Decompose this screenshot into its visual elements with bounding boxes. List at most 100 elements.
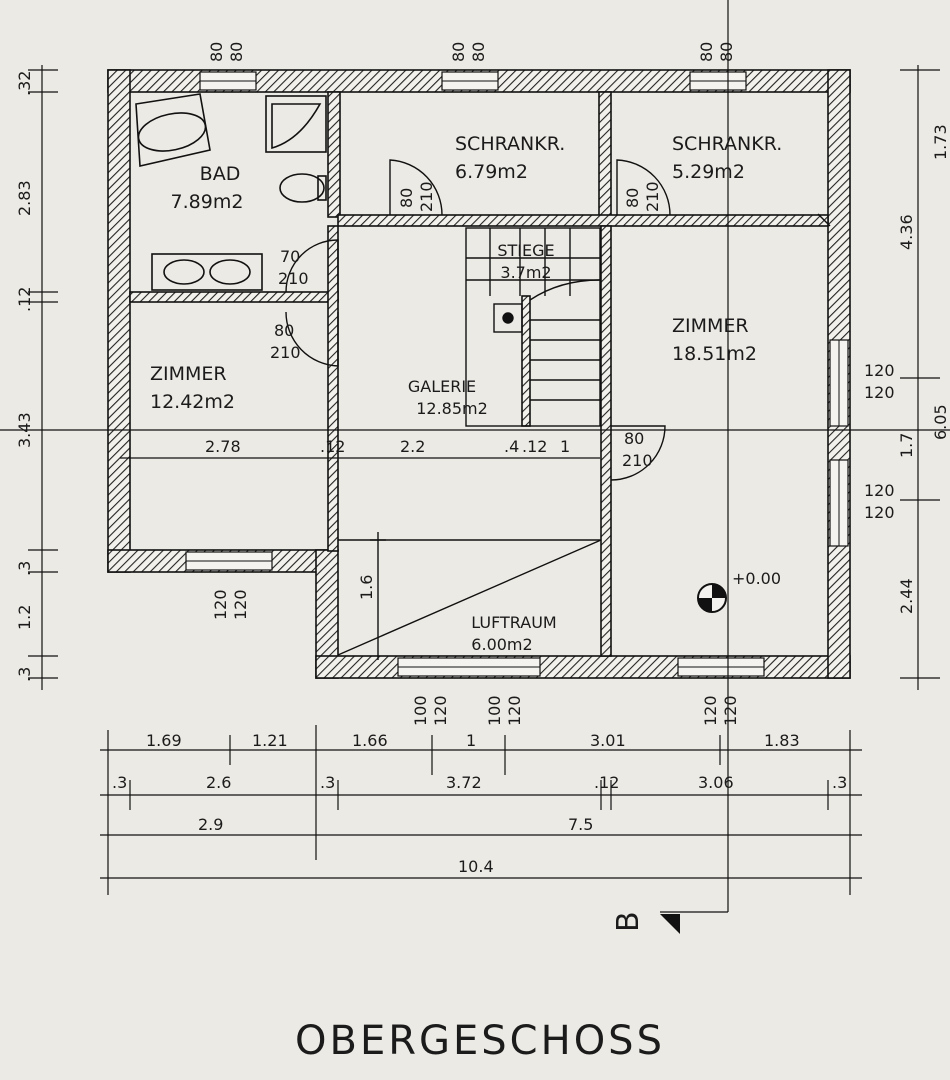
room-zimmer-small-area: 12.42m2 xyxy=(150,391,235,413)
label-win-b4-b: 120 xyxy=(721,695,740,726)
left-dim-7: .3 xyxy=(15,667,34,682)
bathtub xyxy=(135,93,211,167)
left-dim-6: 1.2 xyxy=(15,605,34,630)
bottom-dim-2-1: .3 xyxy=(112,773,127,792)
room-schrank2-area: 5.29m2 xyxy=(672,161,745,183)
label-top3-b: 80 xyxy=(717,42,736,62)
label-win-b1-b: 120 xyxy=(231,589,250,620)
label-door-schrank2-b: 210 xyxy=(643,181,662,212)
room-stiege-area: 3.7m2 xyxy=(500,263,551,282)
label-door-big-b: 210 xyxy=(622,451,653,470)
wall-schrank-bottom xyxy=(337,214,829,227)
wall-bad-bottom xyxy=(129,291,339,303)
shower-icon xyxy=(265,95,327,153)
label-win-b2-a: 100 xyxy=(411,695,430,726)
room-schrank1-name: SCHRANKR. xyxy=(455,133,565,155)
door-corner xyxy=(817,213,831,227)
interior-dim-2: .12 xyxy=(320,437,345,456)
label-top2-b: 80 xyxy=(469,42,488,62)
label-top2-a: 80 xyxy=(449,42,468,62)
door-bad xyxy=(285,239,339,293)
bottom-dim-1-4: 1 xyxy=(466,731,476,750)
bottom-dim-2-4: 3.72 xyxy=(446,773,482,792)
room-galerie-name: GALERIE xyxy=(408,377,476,396)
right-dim-2: 1.73 xyxy=(931,124,950,160)
section-arrow xyxy=(660,914,680,934)
label-win-b2-b: 120 xyxy=(431,695,450,726)
label-win-b3-a: 100 xyxy=(485,695,504,726)
left-dim-2: 2.83 xyxy=(15,180,34,216)
door-schrank2 xyxy=(616,159,671,216)
window-lines xyxy=(186,80,840,668)
left-dim-3: .12 xyxy=(15,287,34,312)
interior-dim-4: .4 xyxy=(504,437,519,456)
room-zimmer-big-name: ZIMMER xyxy=(672,315,749,337)
room-zimmer-small-name: ZIMMER xyxy=(150,363,227,385)
bottom-dim-1-3: 1.66 xyxy=(352,731,388,750)
room-galerie-area: 12.85m2 xyxy=(416,399,488,418)
label-door-zimmer-a: 80 xyxy=(274,321,294,340)
right-dim-3: 1.7 xyxy=(897,433,916,458)
right-dim-4: 2.44 xyxy=(897,578,916,614)
room-luftraum-name: LUFTRAUM xyxy=(471,613,556,632)
staircase xyxy=(465,227,601,427)
wall-galerie-zimmer xyxy=(600,225,612,657)
label-door-schrank1-b: 210 xyxy=(417,181,436,212)
label-top1-b: 80 xyxy=(227,42,246,62)
section-lines xyxy=(0,0,950,913)
wall-schrank-divider xyxy=(598,91,612,225)
room-zimmer-big-area: 18.51m2 xyxy=(672,343,757,365)
section-marker: B xyxy=(611,911,646,932)
room-bad-area: 7.89m2 xyxy=(171,191,244,213)
doors xyxy=(285,159,831,481)
bottom-dim-1-6: 1.83 xyxy=(764,731,800,750)
level-mark: +0.00 xyxy=(732,569,781,588)
wall-zimmer-small-right xyxy=(327,225,339,552)
label-door-schrank2-a: 80 xyxy=(623,188,642,208)
label-door-bad-b: 210 xyxy=(278,269,309,288)
bottom-dim-3-1: 2.9 xyxy=(198,815,223,834)
wall-bad-schrank xyxy=(327,91,341,218)
label-win-r2-a: 120 xyxy=(864,481,895,500)
wall-left-exterior xyxy=(107,69,131,573)
interior-dim-3: 2.2 xyxy=(400,437,425,456)
label-win-r1-a: 120 xyxy=(864,361,895,380)
bottom-dim-2-3: .3 xyxy=(320,773,335,792)
luftraum-dim: 1.6 xyxy=(357,575,376,600)
label-door-schrank1-a: 80 xyxy=(397,188,416,208)
room-stiege-name: STIEGE xyxy=(497,241,554,260)
bottom-dim-2-6: 3.06 xyxy=(698,773,734,792)
label-win-b1-a: 120 xyxy=(211,589,230,620)
interior-dim-6: 1 xyxy=(560,437,570,456)
toilet-icon xyxy=(279,173,327,203)
wall-stair-left xyxy=(521,295,531,427)
room-schrank1-area: 6.79m2 xyxy=(455,161,528,183)
bottom-dim-1-5: 3.01 xyxy=(590,731,626,750)
right-dim-5: 6.05 xyxy=(931,404,950,440)
left-dim-4: 3.43 xyxy=(15,412,34,448)
label-win-r1-b: 120 xyxy=(864,383,895,402)
label-door-big-a: 80 xyxy=(624,429,644,448)
label-door-bad-a: 70 xyxy=(280,247,300,266)
right-dim-1: 4.36 xyxy=(897,214,916,250)
door-zimmer-small xyxy=(285,311,339,367)
interior-dim-5: .12 xyxy=(522,437,547,456)
room-bad-name: BAD xyxy=(200,163,241,185)
label-top3-a: 80 xyxy=(697,42,716,62)
page-title: OBERGESCHOSS xyxy=(295,1018,665,1064)
door-zimmer-big xyxy=(610,425,666,481)
label-top1-a: 80 xyxy=(207,42,226,62)
left-dim-5: .3 xyxy=(15,561,34,576)
luftraum-void xyxy=(337,532,602,660)
bottom-dim-3-2: 7.5 xyxy=(568,815,593,834)
bottom-dim-1-1: 1.69 xyxy=(146,731,182,750)
label-win-b3-b: 120 xyxy=(505,695,524,726)
level-marker-icon xyxy=(697,583,727,613)
door-schrank1 xyxy=(389,159,443,216)
washbasin-icon xyxy=(151,253,263,291)
label-win-r2-b: 120 xyxy=(864,503,895,522)
label-door-zimmer-b: 210 xyxy=(270,343,301,362)
bottom-dim-4-1: 10.4 xyxy=(458,857,494,876)
wall-bottom-main xyxy=(315,655,851,679)
